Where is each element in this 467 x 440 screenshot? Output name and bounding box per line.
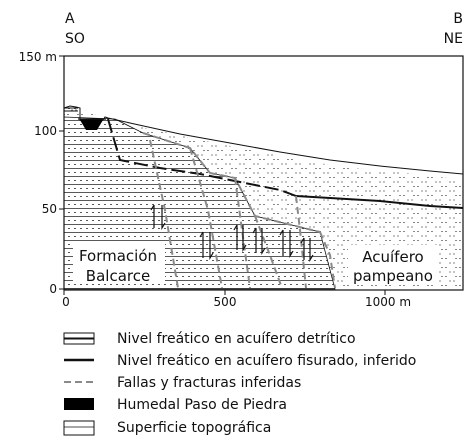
detritic-water-table-right — [295, 195, 464, 209]
legend-wetland-symbol — [64, 398, 94, 410]
formacion-label-line2: Balcarce — [86, 267, 150, 285]
x-tick-0: 0 — [62, 295, 70, 309]
fault-8 — [209, 172, 321, 233]
slip-arrow-3 — [233, 224, 247, 253]
y-tick-100: 100 — [34, 124, 57, 138]
fault-7 — [319, 231, 336, 289]
detritic-water-table-line — [64, 107, 78, 112]
legend-detritic-label: Nivel freático en acuífero detrítico — [117, 331, 356, 347]
legend-wetland-label: Humedal Paso de Piedra — [117, 397, 287, 413]
legend-faults-label: Fallas y fracturas inferidas — [117, 375, 301, 391]
endpoint-b-direction: NE — [444, 31, 463, 47]
x-tick-1000: 1000 m — [365, 295, 411, 309]
fault-slip-arrows — [150, 204, 314, 263]
acuifero-label-line2: pampeano — [353, 267, 433, 285]
y-tick-150: 150 m — [19, 50, 57, 64]
fault-2 — [149, 139, 179, 289]
acuifero-label-line1: Acuífero — [362, 248, 423, 266]
endpoint-a-direction: SO — [65, 31, 85, 47]
sediment-layer — [64, 108, 463, 289]
slip-arrow-1 — [150, 204, 166, 231]
fault-5 — [254, 215, 283, 289]
slip-arrow-4 — [252, 227, 266, 256]
x-tick-500: 500 — [214, 295, 237, 309]
y-tick-0: 0 — [49, 282, 57, 296]
legend-topography-label: Superficie topográfica — [117, 420, 271, 436]
wetland-paso-de-piedra — [80, 120, 103, 130]
slip-arrow-6 — [300, 237, 314, 263]
legend-detritic-symbol — [63, 332, 95, 345]
fissured-water-table-line — [107, 118, 297, 197]
slip-arrow-5 — [279, 229, 294, 259]
fault-6 — [295, 195, 307, 289]
fault-4 — [234, 177, 251, 289]
fault-lines — [142, 132, 336, 289]
legend-topography-symbol — [63, 420, 95, 436]
legend-fissured-label: Nivel freático en acuífero fisurado, inf… — [117, 353, 416, 369]
endpoint-b-letter: B — [453, 11, 463, 27]
legend: Nivel freático en acuífero detrítico Niv… — [63, 331, 416, 436]
section-frame — [63, 55, 464, 291]
formacion-label-line1: Formación — [79, 247, 157, 265]
acuifero-label-box — [348, 245, 438, 283]
endpoint-a-letter: A — [65, 11, 75, 27]
slip-arrow-2 — [199, 231, 214, 261]
formacion-label-box — [73, 244, 165, 284]
y-tick-50: 50 — [42, 202, 57, 216]
